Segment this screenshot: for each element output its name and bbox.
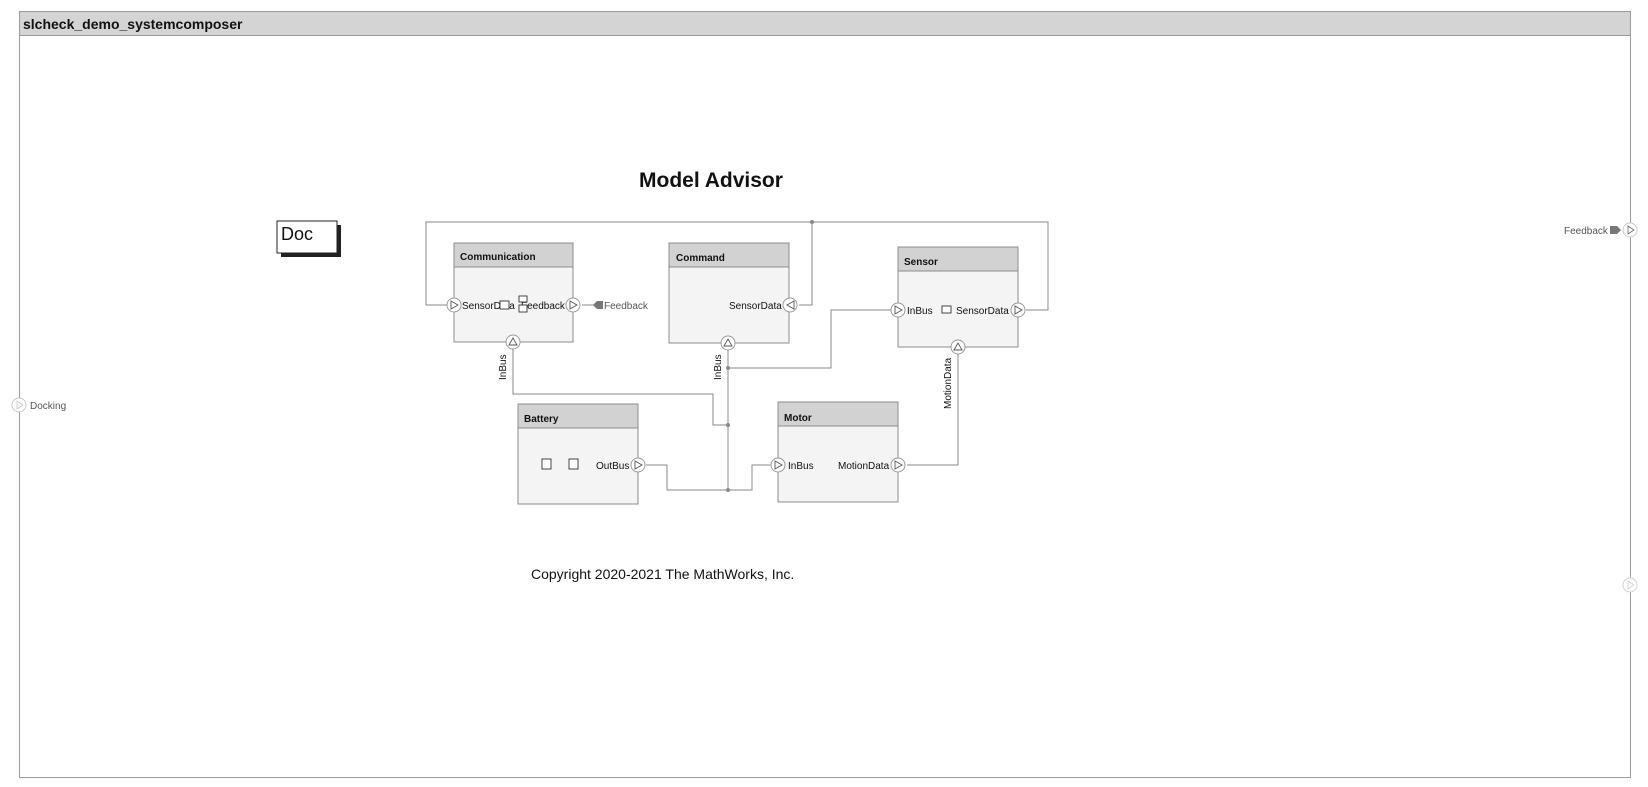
port-label-inbus: InBus (907, 306, 933, 317)
port-direction-icon (774, 460, 783, 470)
port-direction-icon (894, 460, 903, 470)
port-label-feedback: Feedback (521, 301, 566, 312)
port-direction-icon (508, 337, 518, 346)
model-title: slcheck_demo_systemcomposer (23, 16, 243, 32)
port-label-motiondata: MotionData (838, 461, 890, 472)
feedback-tag[interactable]: Feedback (593, 301, 649, 312)
port-direction-icon (723, 338, 733, 347)
port-label-sensordata: SensorData (956, 306, 1009, 317)
copyright-text: Copyright 2020-2021 The MathWorks, Inc. (531, 566, 794, 582)
external-port-label: Docking (30, 401, 66, 412)
component-name: Motor (784, 413, 812, 424)
port-direction-icon (1627, 580, 1635, 590)
diagram-heading: Model Advisor (639, 169, 783, 192)
port-direction-icon (634, 460, 643, 470)
port-label-inbus: InBus (788, 461, 814, 472)
port-label-inbus: InBus (713, 354, 724, 380)
doc-block-label: Doc (281, 224, 313, 244)
port-label-sensordata: SensorData (462, 301, 515, 312)
component-battery[interactable]: Battery OutBus (517, 403, 646, 505)
diagram-frame: slcheck_demo_systemcomposer (19, 11, 1631, 778)
port-label-inbus: InBus (498, 354, 509, 380)
connector-bus-to-motor[interactable] (728, 464, 773, 491)
external-port-label: Feedback (1564, 226, 1609, 237)
port-direction-icon (1014, 305, 1023, 315)
connector-motiondata[interactable] (907, 353, 959, 466)
port-label-sensordata: SensorData (729, 301, 782, 312)
component-name: Communication (460, 252, 536, 263)
component-sensor[interactable]: Sensor InBus SensorData MotionData (890, 246, 1026, 409)
from-tag-icon (1610, 226, 1621, 234)
bus-element-icon (518, 304, 528, 313)
junction-dot (726, 488, 730, 492)
bus-element-icon (541, 458, 552, 470)
component-name: Battery (524, 414, 559, 425)
title-bar: slcheck_demo_systemcomposer (20, 12, 1630, 36)
component-command[interactable]: Command SensorData InBus (668, 242, 798, 380)
port-direction-icon (16, 400, 24, 410)
port-direction-icon (1627, 225, 1635, 235)
port-label-outbus: OutBus (596, 461, 629, 472)
external-port-right-bottom[interactable] (1622, 577, 1638, 593)
connector-battery-outbus[interactable] (646, 464, 729, 491)
goto-tag-icon (593, 301, 603, 309)
connector-sensor-to-communication[interactable] (425, 221, 1049, 311)
port-direction-icon (894, 305, 903, 315)
external-port-feedback[interactable]: Feedback (1564, 222, 1638, 238)
port-direction-icon (569, 300, 578, 310)
feedback-tag-label: Feedback (604, 301, 649, 312)
connections (425, 220, 1049, 492)
port-direction-icon (953, 342, 963, 351)
connector-command-to-loop[interactable] (799, 222, 813, 306)
port-label-motiondata: MotionData (943, 357, 954, 409)
junction-dot (726, 423, 730, 427)
bus-element-icon (941, 305, 952, 314)
component-communication[interactable]: Communication SensorData Feedback InBus (446, 242, 581, 380)
connector-bus-to-sensor[interactable] (728, 309, 891, 369)
doc-block[interactable]: Doc (276, 220, 341, 257)
bus-element-icon (518, 295, 528, 303)
component-name: Command (676, 253, 725, 264)
port-direction-icon (450, 300, 459, 310)
port-direction-icon (786, 300, 795, 310)
bus-element-icon (499, 300, 510, 310)
component-motor[interactable]: Motor InBus MotionData (770, 401, 906, 503)
junction-dot (810, 220, 814, 224)
connector-communication-inbus[interactable] (512, 349, 728, 426)
junction-dot (726, 366, 730, 370)
component-name: Sensor (904, 257, 938, 268)
bus-element-icon (568, 458, 579, 470)
external-port-docking[interactable]: Docking (11, 397, 66, 413)
